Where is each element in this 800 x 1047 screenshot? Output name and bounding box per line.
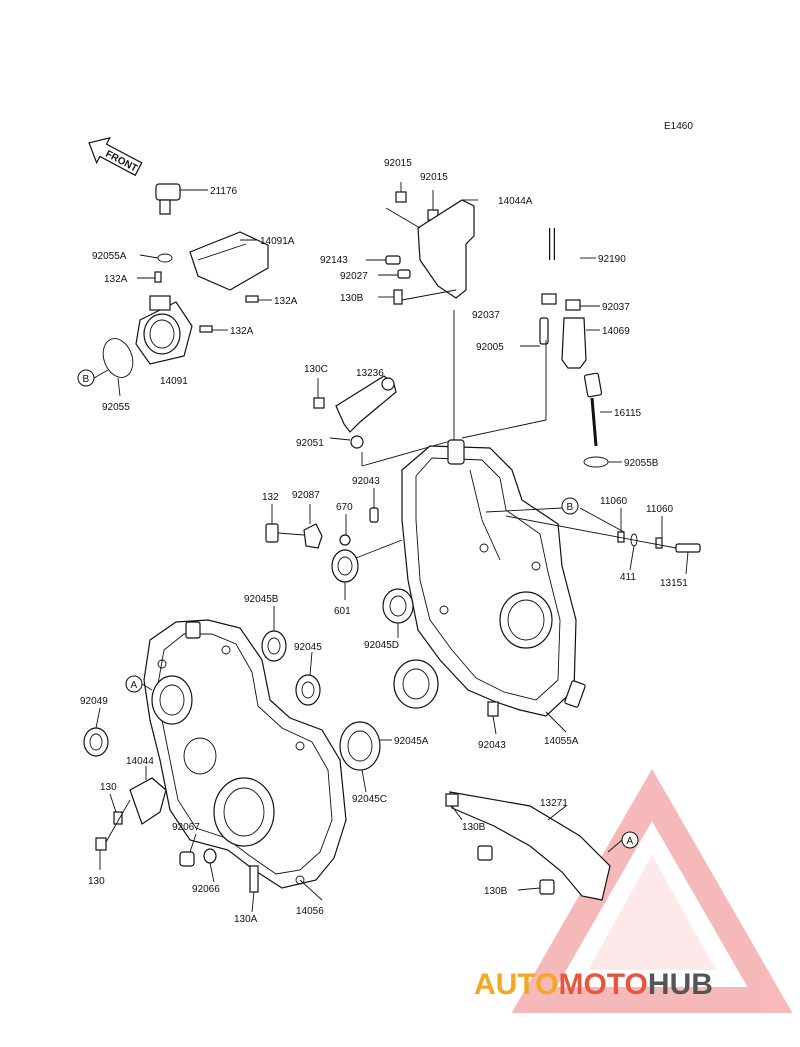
callout-92027: 92027 [340,271,368,282]
callout-92037-2: 92037 [602,302,630,313]
callout-92066: 92066 [192,884,220,895]
marker-label: A [131,680,138,691]
callout-130-1: 130 [100,782,117,793]
callout-92037-1: 92037 [472,310,500,321]
callout-130B-3: 130B [484,886,508,897]
callout-670: 670 [336,502,353,513]
callout-11060-2: 11060 [646,504,674,515]
ref-marker-a-right: A [607,831,639,853]
callout-92015-2: 92015 [420,172,448,183]
callout-92055B: 92055B [624,458,659,469]
callout-92087: 92087 [292,490,320,501]
callout-92055A: 92055A [92,251,127,262]
breather-group [520,216,600,369]
callout-14091A: 14091A [260,236,295,247]
callout-11060-1: 11060 [600,496,628,507]
callout-132: 132 [262,492,279,503]
diagram-code: E1460 [664,121,693,132]
watermark-part-3: HUB [648,968,713,1001]
callout-92143: 92143 [320,255,348,266]
ref-marker-b-right: B [561,497,579,515]
marker-label: B [83,374,90,385]
callout-130C: 130C [304,364,328,375]
right-small-parts [485,507,701,575]
callout-130A: 130A [234,914,258,925]
callout-92043-1: 92043 [352,476,380,487]
dipstick-group [583,372,622,468]
crankcase-left [83,606,392,913]
callout-601: 601 [334,606,351,617]
callout-92190: 92190 [598,254,626,265]
callout-14069: 14069 [602,326,630,337]
callout-130B-1: 130B [340,293,364,304]
callout-92043-2: 92043 [478,740,506,751]
callout-92067: 92067 [172,822,200,833]
throttle-group [102,183,272,397]
callouts: 21176 92055A 14091A 132A 132A 132A 14091… [80,158,688,925]
callout-92049: 92049 [80,696,108,707]
callout-132A-2: 132A [274,296,298,307]
guide-group [445,791,611,901]
lever-group [313,375,455,467]
callout-13271: 13271 [540,798,568,809]
callout-92045C: 92045C [352,794,387,805]
callout-92045: 92045 [294,642,322,653]
crankcase-cover-right [401,310,586,735]
callout-92045D: 92045D [364,640,399,651]
callout-130B-2: 130B [462,822,486,833]
ref-marker-a-left: A [125,675,153,693]
svg-text:AUTOMOTOHUB: AUTOMOTOHUB [474,968,713,1001]
front-arrow-icon: FRONT [88,137,143,177]
callout-92055: 92055 [102,402,130,413]
callout-92005: 92005 [476,342,504,353]
callout-132A-3: 132A [230,326,254,337]
callout-13236: 13236 [356,368,384,379]
ref-marker-b-left: B [77,369,109,387]
callout-21176: 21176 [210,186,238,197]
callout-130-2: 130 [88,876,105,887]
seal-group-center [265,488,439,709]
callout-14044: 14044 [126,756,154,767]
watermark-logo: AUTOMOTOHUB [474,968,713,1001]
callout-411: 411 [620,572,636,583]
callout-14056: 14056 [296,906,324,917]
callout-13151: 13151 [660,578,688,589]
marker-label: B [567,502,574,513]
callout-132A-1: 132A [104,274,128,285]
callout-16115: 16115 [614,408,642,419]
callout-92015-1: 92015 [384,158,412,169]
callout-14044A: 14044A [498,196,533,207]
bracket-group [366,182,478,305]
callout-14091: 14091 [160,376,188,387]
marker-label: A [627,836,634,847]
callout-92045B: 92045B [244,594,279,605]
callout-92045A: 92045A [394,736,429,747]
watermark-part-2: MOTO [558,968,647,1001]
callout-92051: 92051 [296,438,324,449]
watermark-part-1: AUTO [474,968,558,1001]
callout-14055A: 14055A [544,736,579,747]
